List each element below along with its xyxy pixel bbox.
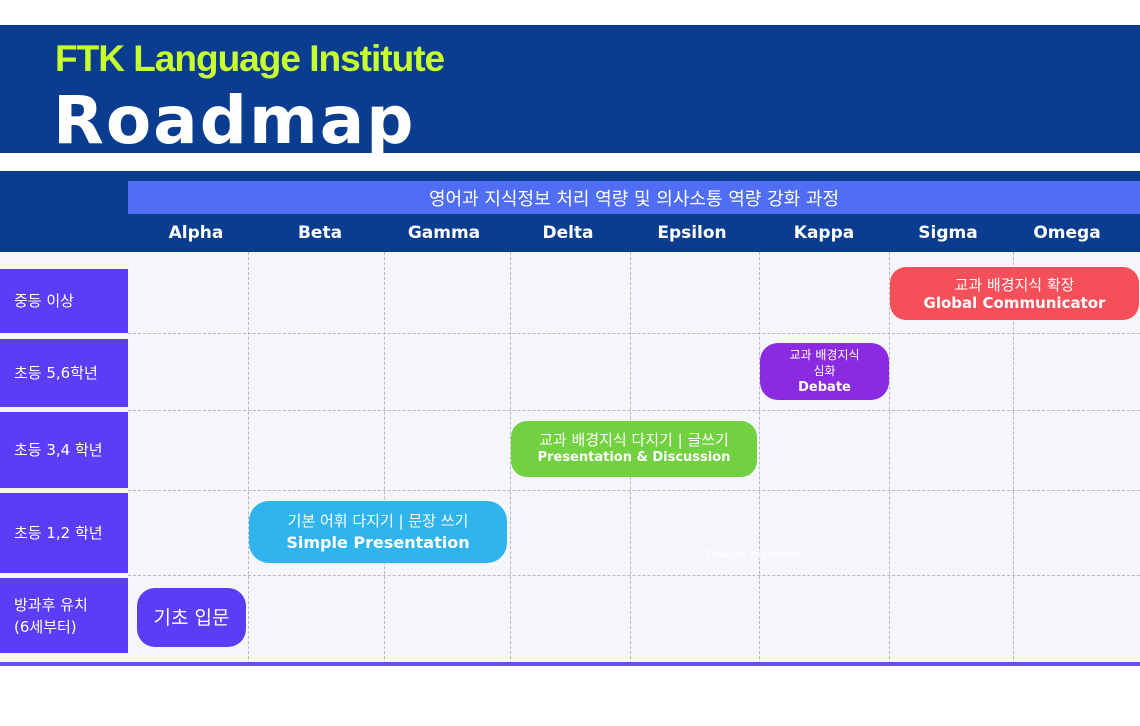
course-block-ko: 교과 배경지식 심화	[789, 347, 860, 378]
grid-divider	[128, 575, 1140, 576]
course-title-bar: 영어과 지식정보 처리 역량 및 의사소통 역량 강화 과정	[128, 181, 1140, 214]
course-block-ko: 교과 배경지식 확장	[954, 275, 1075, 294]
course-block-ko: 기초 입문	[153, 606, 230, 629]
grade-label: 중등 이상	[14, 292, 74, 310]
grade-elementary-5-6: 초등 5,6학년	[0, 339, 128, 407]
grid-divider	[384, 252, 385, 664]
stage-omega: Omega	[1033, 223, 1101, 243]
course-block-ko: 기본 어휘 다지기 | 문장 쓰기	[287, 512, 469, 530]
course-block-basic-intro: 기초 입문	[137, 588, 246, 647]
stage-alpha: Alpha	[168, 223, 224, 243]
grade-label: 방과후 유치 (6세부터)	[14, 595, 88, 636]
stage-delta: Delta	[542, 223, 594, 243]
grid-divider	[128, 333, 1140, 334]
stage-epsilon: Epsilon	[657, 223, 727, 243]
course-block-en: Global Communicator	[923, 293, 1106, 312]
bottom-rule	[0, 662, 1140, 666]
stage-kappa: Kappa	[793, 223, 855, 243]
stage-sigma: Sigma	[918, 223, 978, 243]
course-block-debate: 교과 배경지식 심화 Debate	[760, 343, 889, 400]
org-name: FTK Language Institute	[55, 38, 445, 79]
grade-label: 초등 5,6학년	[14, 364, 98, 382]
course-block-global-communicator: 교과 배경지식 확장 Global Communicator	[890, 267, 1139, 320]
course-block-en: Debate	[798, 379, 851, 395]
stage-gamma: Gamma	[407, 223, 481, 243]
grade-label: 초등 1,2 학년	[14, 524, 103, 542]
grade-kindergarten: 방과후 유치 (6세부터)	[0, 578, 128, 653]
grade-elementary-1-2: 초등 1,2 학년	[0, 493, 128, 573]
page-title: Roadmap	[53, 82, 416, 159]
grid-divider	[248, 252, 249, 664]
course-block-presentation-discussion: 교과 배경지식 다지기 | 글쓰기 Presentation & Discuss…	[511, 421, 757, 477]
course-block-en: Presentation & Discussion	[537, 450, 731, 465]
ghost-text: Finalize materials	[706, 548, 803, 561]
grid-divider	[128, 490, 1140, 491]
grid-divider	[510, 252, 511, 664]
course-block-en: Simple Presentation	[286, 533, 470, 552]
grid-divider	[128, 410, 1140, 411]
grade-middle-school: 중등 이상	[0, 269, 128, 333]
course-block-simple-presentation: 기본 어휘 다지기 | 문장 쓰기 Simple Presentation	[249, 501, 507, 563]
grid-divider	[889, 252, 890, 664]
grid-divider	[759, 252, 760, 664]
stage-beta: Beta	[297, 223, 343, 243]
header-banner	[0, 25, 1140, 153]
course-block-ko: 교과 배경지식 다지기 | 글쓰기	[539, 431, 729, 449]
grade-elementary-3-4: 초등 3,4 학년	[0, 412, 128, 488]
grade-label: 초등 3,4 학년	[14, 441, 103, 459]
grid-divider	[1013, 252, 1014, 664]
